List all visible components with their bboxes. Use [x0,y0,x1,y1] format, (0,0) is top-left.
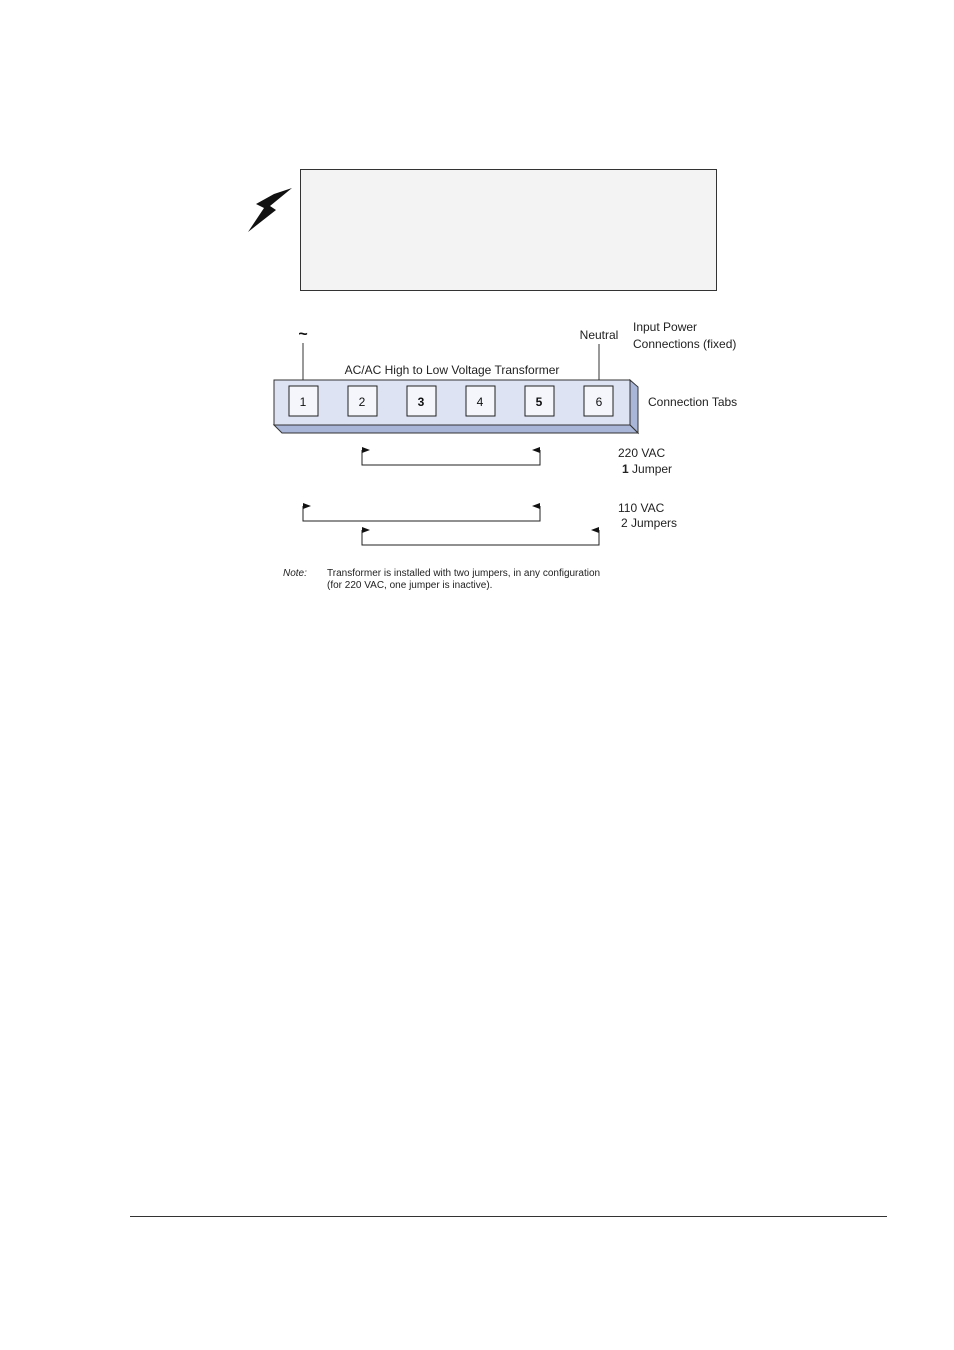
input-power-label-line2: Connections (fixed) [633,337,736,351]
tab-label: 2 [359,395,366,409]
tab-label: 5 [536,395,543,409]
connection-tab-1: 1 [288,385,319,417]
config-110-jumpers: 2 Jumpers [621,516,677,530]
transformer-title: AC/AC High to Low Voltage Transformer [345,363,560,377]
lightning-bolt-icon [248,188,292,232]
jumper-110-2-to-6 [361,527,600,546]
connection-tab-6: 6 [583,385,614,417]
connection-tab-2: 2 [347,385,378,417]
connection-tab-5: 5 [524,385,555,417]
note-line-2: (for 220 VAC, one jumper is inactive). [327,580,492,591]
input-power-label: Input Power [633,320,697,334]
config-220-voltage: 220 VAC [618,446,665,460]
note-line-1: Transformer is installed with two jumper… [327,568,600,579]
connection-tab-4: 4 [465,385,496,417]
tab-label: 4 [477,395,484,409]
config-110-voltage: 110 VAC [618,501,665,515]
transformer-diagram: ~ Neutral Input Power Connections (fixed… [272,320,737,591]
config-220-jumper-count: 1 [622,462,629,476]
tab-label: 6 [596,395,603,409]
tab-label: 1 [300,395,307,409]
neutral-label: Neutral [580,328,619,342]
config-220-jumpers: 1 Jumper [622,462,672,476]
footer-rule [130,1216,887,1217]
jumper-110-1-to-5 [302,503,541,522]
connection-tab-3: 3 [406,385,437,417]
tab-label: 3 [418,395,425,409]
note-label: Note: [283,568,307,579]
transformer-bar-bottom [272,424,640,434]
transformer-bar [273,379,631,426]
tilde-label: ~ [298,326,307,343]
connection-tabs-label: Connection Tabs [648,395,737,409]
transformer-bar-side [629,378,639,435]
config-220-jumper-text: Jumper [632,462,672,476]
jumper-220-2-to-5 [361,447,541,466]
warning-box [300,169,717,291]
